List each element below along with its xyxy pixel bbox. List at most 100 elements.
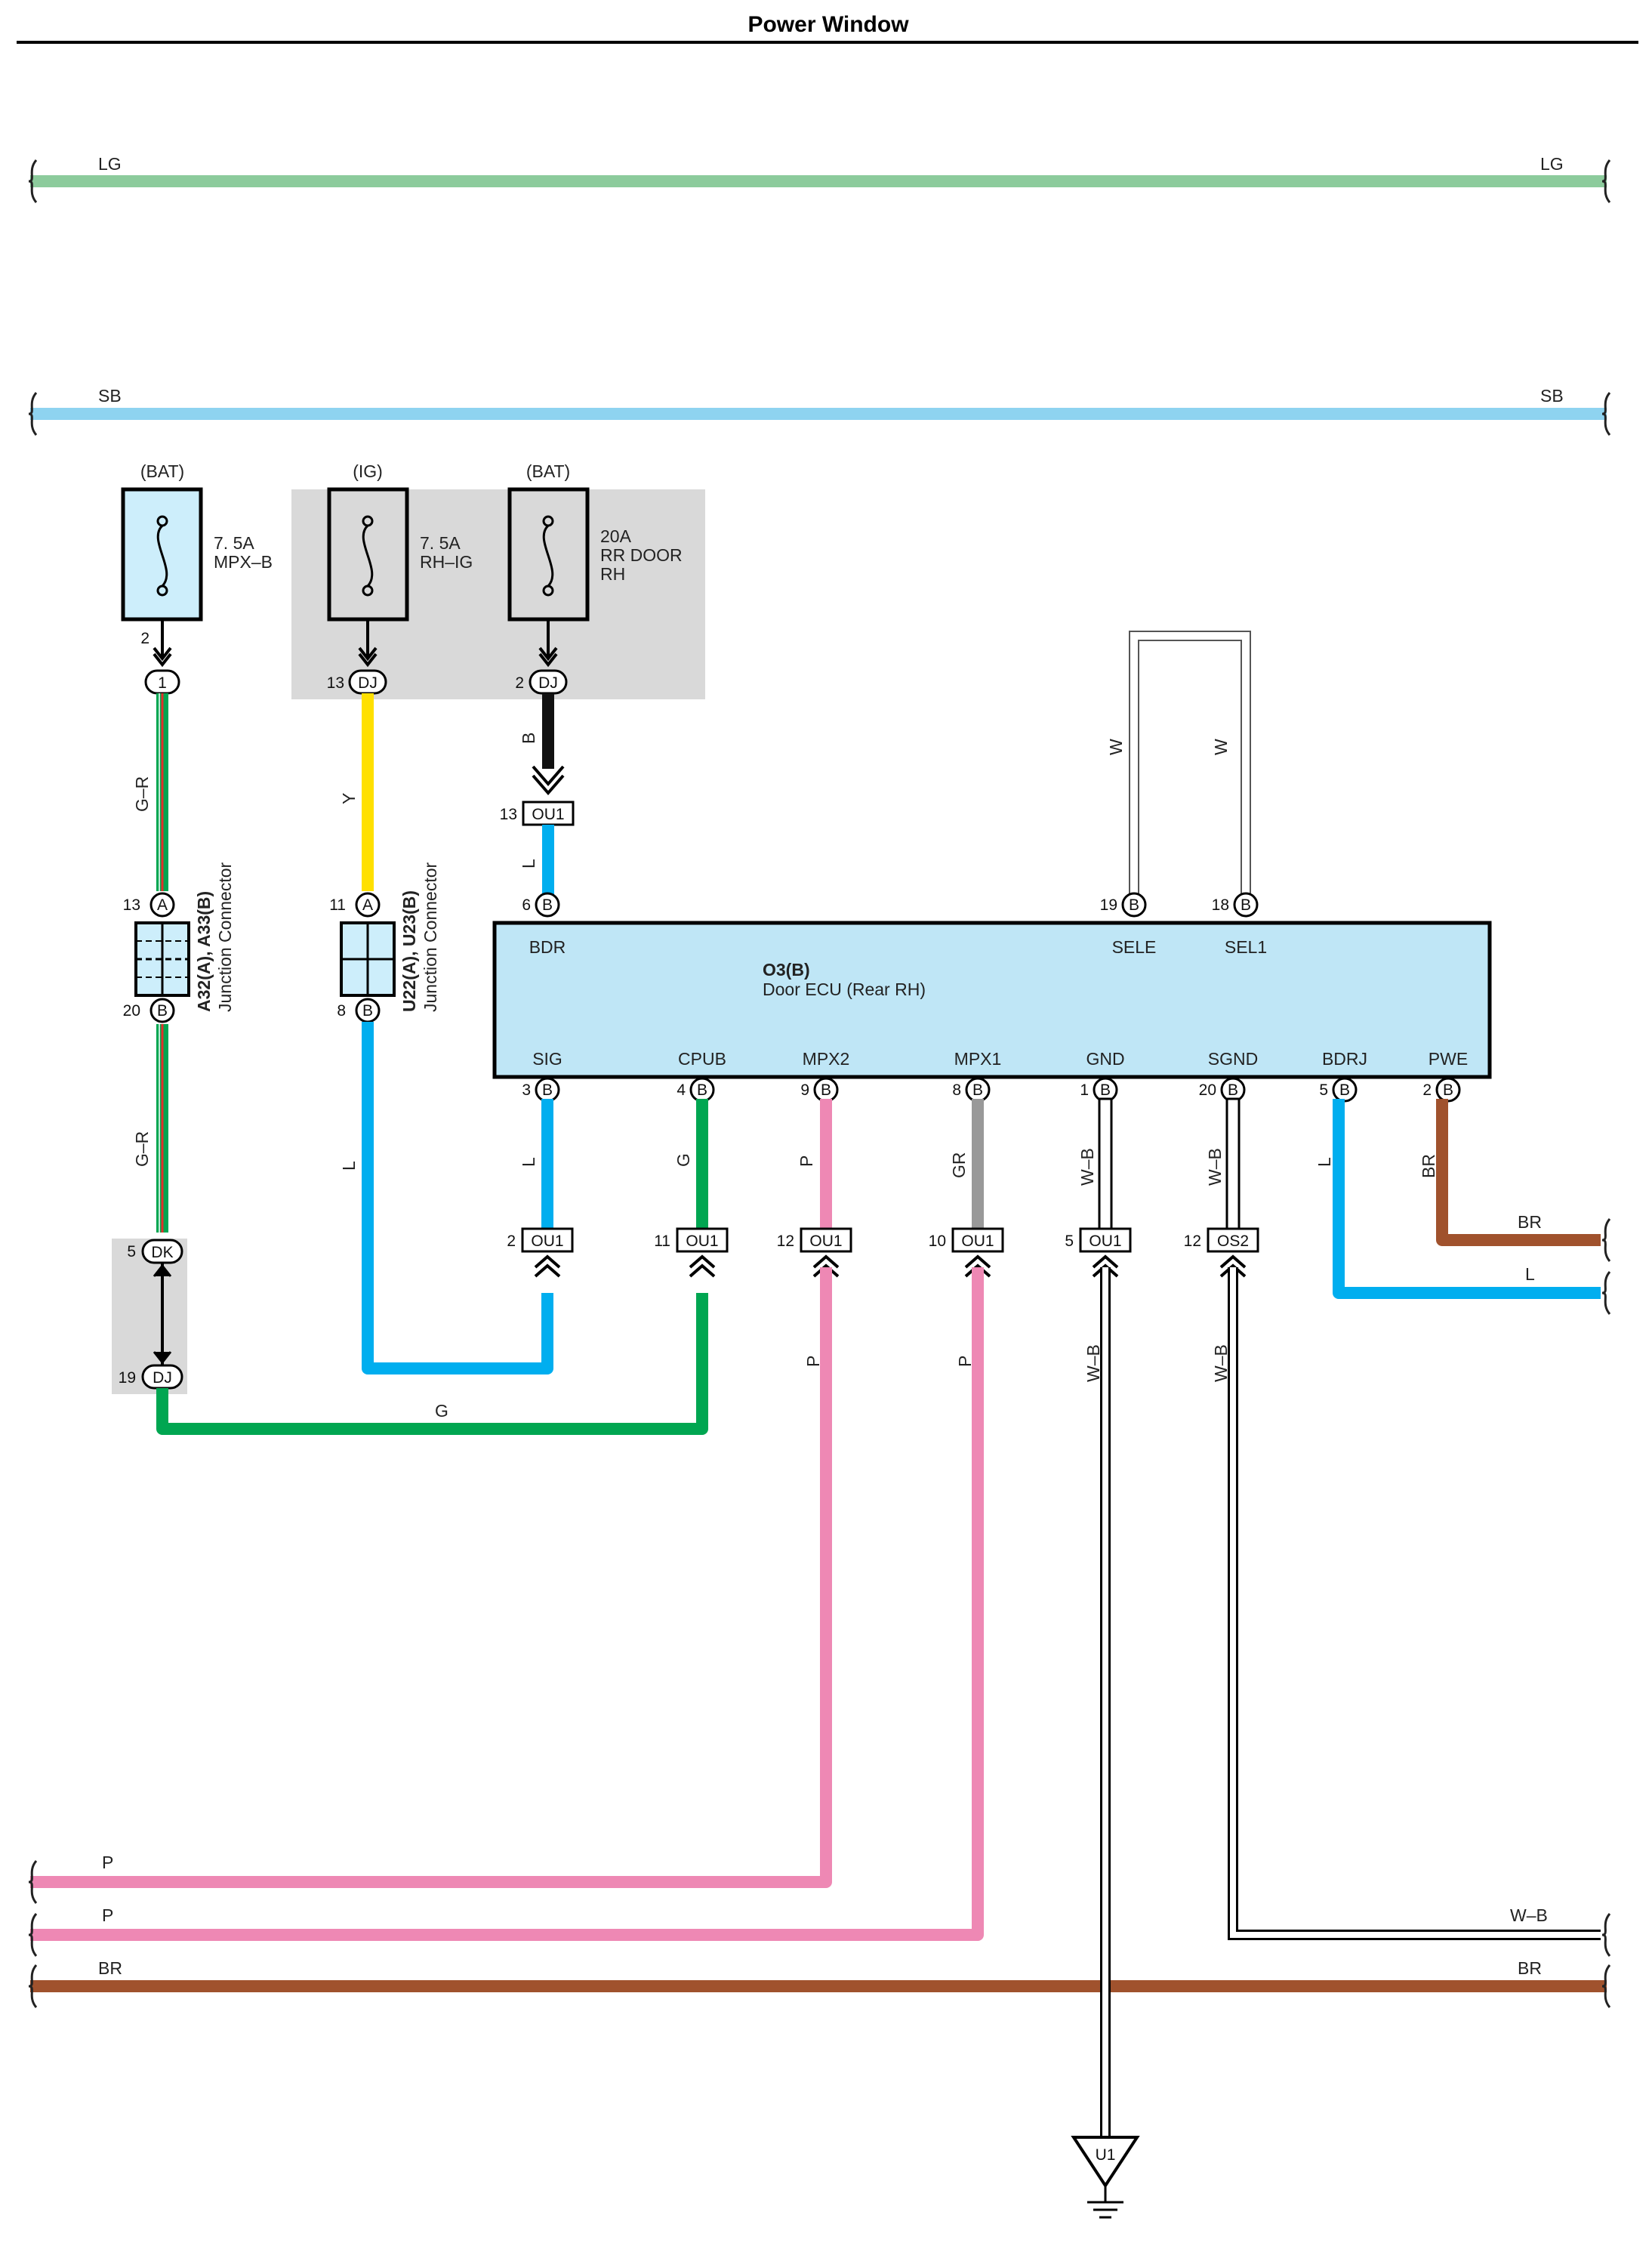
pin-connector: B [1100,1081,1111,1099]
chevron-up-icon [534,1254,561,1269]
pin-connector: B [542,1081,553,1099]
svg-text:19: 19 [119,1369,136,1387]
chevron-up-icon [812,1254,840,1269]
fuse-source: (BAT) [526,461,570,481]
svg-text:1: 1 [158,674,167,692]
connector-body [1079,1227,1132,1253]
junction-desc: Junction Connector [215,862,235,1012]
pin-connector: B [972,1081,983,1099]
svg-text:DJ: DJ [538,674,558,692]
lg-label-right: LG [1540,154,1564,174]
fuse2-connector: 13 DJ [327,669,387,695]
pin-number: 3 [522,1081,531,1099]
row-connector-ou1-2: 2 OU1 [507,1227,574,1278]
wire-label: L [519,1157,538,1167]
pin-number: 20 [1199,1081,1216,1099]
g-wire-bottom: G [156,1293,708,1435]
row-connector-ou1-12: 12 OU1 [777,1227,852,1278]
door-ecu-rear-rh: O3(B) Door ECU (Rear RH) [492,921,1492,1079]
svg-text:B: B [362,1002,373,1020]
pin-connector: B [542,896,553,914]
svg-text:20: 20 [123,1002,140,1020]
bus-label: BR [98,1958,122,1978]
pin-number: 1 [1080,1081,1089,1099]
connector-label: OU1 [531,1233,563,1250]
svg-text:13: 13 [123,896,140,914]
pin-label: PWE [1429,1049,1468,1069]
chevron-up-icon [1092,1254,1119,1269]
connector-label: OU1 [809,1233,842,1250]
wire-label: GR [949,1152,969,1179]
l-wire-ju-sig: L [339,1022,553,1374]
connector-label: OS2 [1217,1233,1249,1250]
svg-text:B: B [157,1002,168,1020]
chevron-up-icon [1219,1263,1247,1278]
pin-connector: B [821,1081,831,1099]
pin-connector: B [697,1081,707,1099]
connector-body [951,1227,1004,1253]
fuse-rh-ig: (IG) 7. 5A RH–IG [327,461,473,622]
pin-label: GND [1086,1049,1124,1069]
svg-text:13: 13 [327,674,344,692]
wire-label: BR [1518,1212,1542,1232]
svg-text:DK: DK [151,1244,173,1261]
svg-text:8: 8 [337,1002,346,1020]
pin-connector: B [1129,896,1139,914]
chevron-up-icon [812,1263,840,1278]
page-title: Power Window [747,12,909,37]
pin-number: 5 [1319,1081,1328,1099]
wire-label: L [519,859,538,869]
pin-number: 2 [507,1233,516,1250]
fuse-source: (BAT) [140,461,184,481]
pin-label: SGND [1208,1049,1258,1069]
svg-text:A: A [362,896,373,914]
fuse-source: (IG) [353,461,383,481]
sb-label-right: SB [1540,386,1564,406]
wire-label: W–B [1077,1148,1097,1186]
fuse3-connector: 2 DJ [515,669,568,695]
wire-label: L [1315,1157,1334,1167]
wire-label: G–R [132,1131,152,1167]
bus-label: BR [1518,1958,1542,1978]
fuse-rating: 7. 5A [420,533,461,553]
pin-label: SEL1 [1225,937,1267,957]
pin-number: 2 [1422,1081,1432,1099]
sb-bus-wire: SB SB [27,386,1611,437]
svg-text:2: 2 [515,674,524,692]
pin-number: 6 [522,896,531,914]
pin-number: 8 [952,1081,961,1099]
pin-connector: B [1339,1081,1350,1099]
ecu-output-wires: L G P GR W–B W–B L L BR BR [519,1097,1611,1316]
svg-text:13: 13 [500,806,517,823]
svg-text:OU1: OU1 [532,806,564,823]
pin-label: BDRJ [1322,1049,1367,1069]
connector-label: OU1 [686,1233,718,1250]
wire-label: BR [1419,1154,1438,1178]
dk-dj-connector: 5 DK 19 DJ [119,1239,183,1390]
pin-number: 9 [800,1081,809,1099]
bus-label: P [102,1853,113,1872]
junction-id: U22(A), U23(B) [399,890,419,1012]
wire-label: G–R [132,776,152,812]
ground-label: U1 [1096,2146,1116,2164]
wire-label: P [797,1155,816,1167]
g-r-wire: G–R G–R [132,693,168,1233]
connector-body [800,1227,852,1253]
wire-label: Y [339,793,359,804]
pin-number: 12 [777,1233,794,1250]
connector-body [521,1227,574,1253]
chevron-up-icon [1219,1254,1247,1269]
chevron-up-icon [1092,1263,1119,1278]
junction-id: A32(A), A33(B) [194,891,214,1012]
fuse-name-2: RH [600,564,625,584]
ecu-name: Door ECU (Rear RH) [763,980,926,999]
